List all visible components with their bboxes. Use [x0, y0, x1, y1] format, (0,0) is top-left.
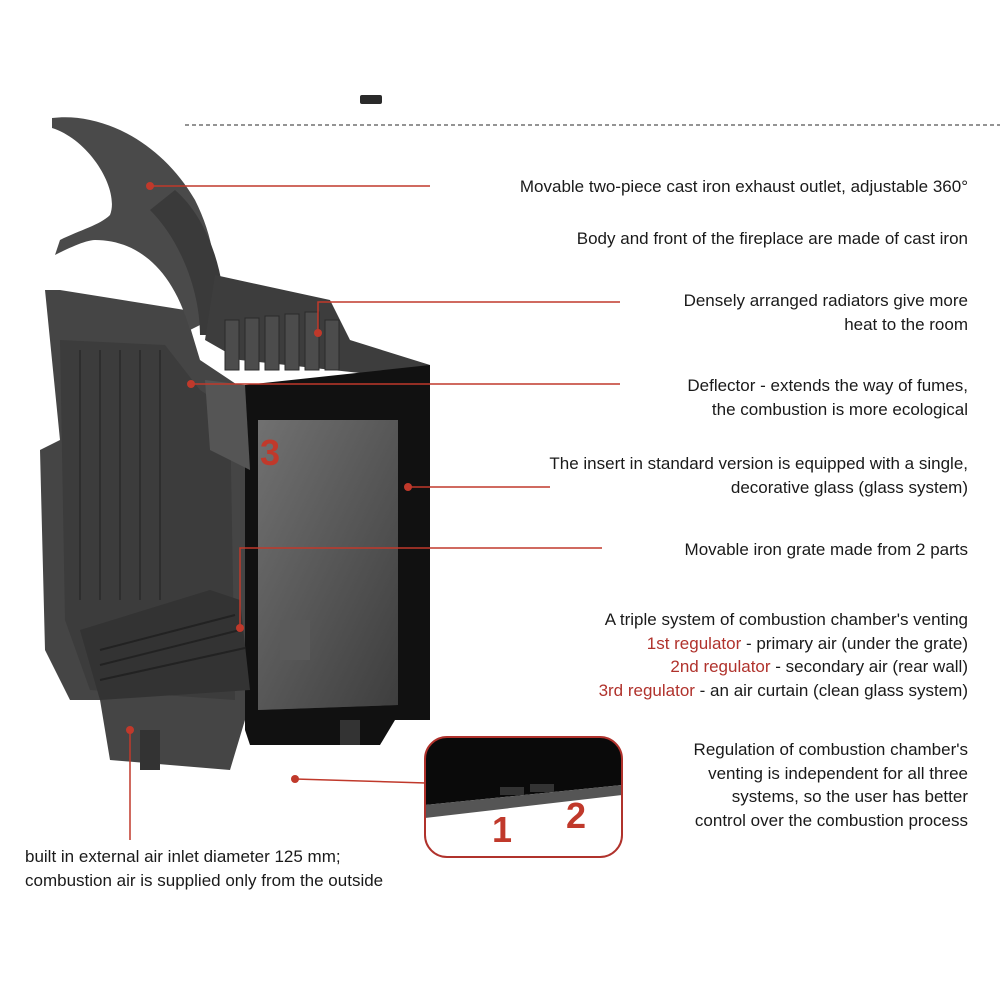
callout-deflector: Deflector - extends the way of fumes, th… — [687, 374, 968, 421]
regulator-3: 3rd regulator - an air curtain (clean gl… — [599, 679, 968, 703]
marker-3: 3 — [260, 432, 280, 473]
regulator-desc: - secondary air (rear wall) — [770, 657, 968, 676]
callout-line: the combustion is more ecological — [711, 399, 968, 419]
callout-regulation: Regulation of combustion chamber's venti… — [694, 738, 968, 832]
regulator-desc: - an air curtain (clean glass system) — [694, 680, 968, 700]
callout-line: built in external air inlet diameter 125… — [25, 847, 341, 866]
fireplace-illustration: 3 — [40, 117, 430, 770]
callout-venting: A triple system of combustion chamber's … — [599, 608, 968, 702]
marker-1: 1 — [492, 809, 512, 850]
callout-line: Deflector - extends the way of fumes, — [687, 376, 968, 395]
regulator-name: 2nd regulator — [670, 657, 771, 676]
callout-line: heat to the room — [844, 314, 968, 334]
callout-radiators: Densely arranged radiators give more hea… — [684, 289, 968, 336]
marker-2: 2 — [566, 795, 586, 836]
callout-line: decorative glass (glass system) — [730, 477, 968, 497]
callout-line: The insert in standard version is equipp… — [549, 454, 968, 473]
regulator-name: 3rd regulator — [598, 680, 695, 700]
callout-body: Body and front of the fireplace are made… — [576, 229, 968, 248]
regulator-inset: 1 2 — [424, 736, 623, 858]
callout-line: Densely arranged radiators give more — [683, 291, 968, 310]
callout-line: control over the combustion process — [694, 810, 968, 830]
callout-grate: Movable iron grate made from 2 parts — [684, 540, 968, 559]
callout-exhaust: Movable two-piece cast iron exhaust outl… — [519, 177, 968, 196]
leader-lines — [129, 185, 620, 840]
callout-line: venting is independent for all three — [708, 763, 968, 783]
regulator-2: 2nd regulator - secondary air (rear wall… — [599, 655, 968, 679]
callout-line: systems, so the user has better — [731, 787, 968, 806]
venting-title: A triple system of combustion chamber's … — [604, 610, 968, 629]
callout-glass: The insert in standard version is equipp… — [549, 452, 968, 499]
callout-line: combustion air is supplied only from the… — [25, 870, 384, 890]
regulator-name: 1st regulator — [646, 633, 742, 653]
callout-dots — [126, 182, 412, 783]
regulator-1: 1st regulator - primary air (under the g… — [599, 632, 968, 656]
callout-line: Regulation of combustion chamber's — [693, 740, 968, 759]
callout-air-inlet: built in external air inlet diameter 125… — [25, 845, 383, 892]
regulator-desc: - primary air (under the grate) — [741, 633, 968, 653]
top-fragment — [360, 95, 382, 104]
